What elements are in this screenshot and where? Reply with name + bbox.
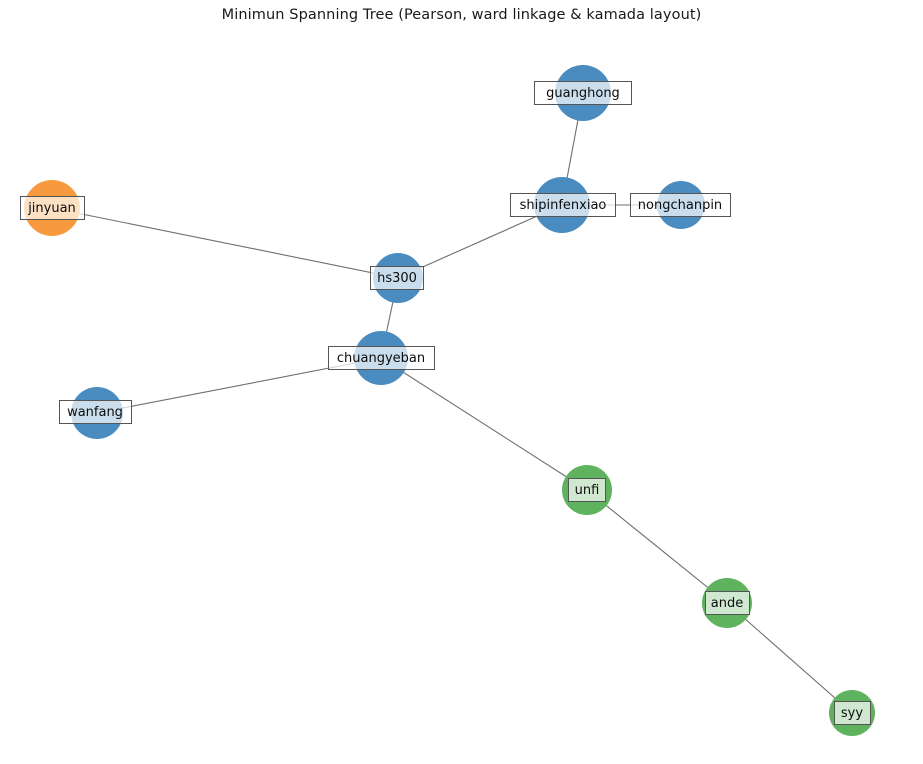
graph-edge: [586, 489, 728, 604]
node-label-guanghong[interactable]: guanghong: [534, 81, 632, 105]
graph-edge: [726, 602, 853, 714]
node-label-jinyuan[interactable]: jinyuan: [19, 196, 85, 220]
node-label-syy[interactable]: syy: [833, 701, 871, 725]
nodes-layer: [24, 65, 875, 736]
graph-edge: [397, 204, 563, 279]
node-label-unfi[interactable]: unfi: [568, 478, 606, 502]
graph-edge: [51, 207, 399, 279]
node-label-nongchanpin[interactable]: nongchanpin: [629, 193, 731, 217]
node-label-hs300[interactable]: hs300: [370, 266, 424, 290]
node-label-ande[interactable]: ande: [704, 591, 750, 615]
node-label-shipinfenxiao[interactable]: shipinfenxiao: [510, 193, 616, 217]
graph-edge: [380, 357, 588, 491]
node-label-chuangyeban[interactable]: chuangyeban: [327, 346, 435, 370]
edges-layer: [51, 92, 853, 714]
page-title: Minimun Spanning Tree (Pearson, ward lin…: [221, 7, 702, 23]
node-label-wanfang[interactable]: wanfang: [58, 400, 132, 424]
